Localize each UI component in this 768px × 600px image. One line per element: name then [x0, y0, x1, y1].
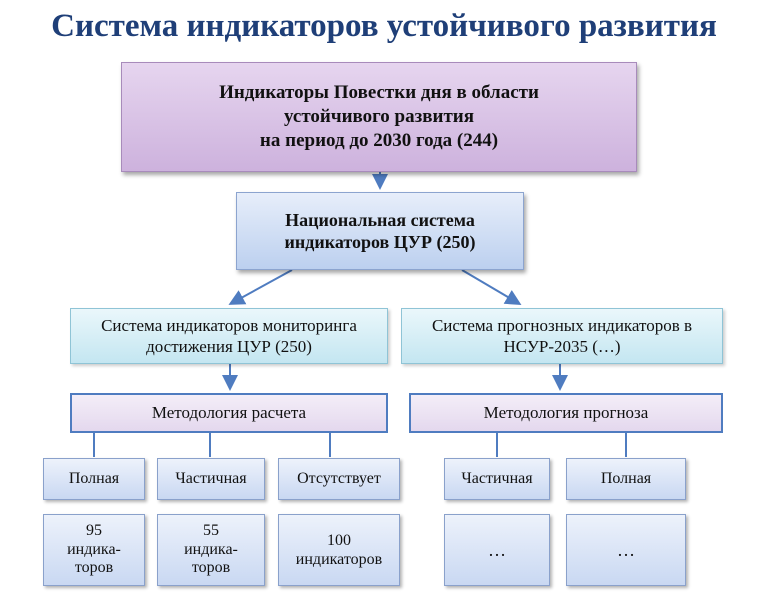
method-calculation-box: Методология расчета [70, 393, 388, 433]
arrow-national-to-forecast [461, 269, 522, 306]
national-system-box: Национальная система индикаторов ЦУР (25… [236, 192, 524, 270]
forecast-level-full-box: Полная [566, 458, 686, 500]
count-partial-line3: торов [191, 559, 231, 577]
national-line2: индикаторов ЦУР (250) [284, 232, 476, 252]
count-absent-number: 100 [327, 531, 351, 549]
arrow-national-to-monitoring [228, 269, 293, 305]
national-line1: Национальная система [285, 209, 475, 230]
count-absent-line2: индикаторов [295, 551, 383, 568]
level-full-box: Полная [43, 458, 145, 500]
count-partial-line2: индика- [184, 540, 238, 558]
count-forecast-full-box: … [566, 514, 686, 586]
level-partial-box: Частичная [157, 458, 265, 500]
sdg-agenda-indicators-box: Индикаторы Повестки дня в области устойч… [121, 62, 637, 172]
monitoring-system-box: Система индикаторов мониторинга достижен… [70, 308, 388, 364]
forecast-line2: НСУР-2035 (…) [503, 337, 621, 356]
count-full-line3: торов [74, 559, 114, 577]
method-forecast-box: Методология прогноза [409, 393, 723, 433]
forecast-line1: Система прогнозных индикаторов в [431, 315, 693, 335]
monitoring-line1: Система индикаторов мониторинга [101, 315, 357, 335]
level-absent-box: Отсутствует [278, 458, 400, 500]
monitoring-line2: достижения ЦУР (250) [146, 337, 312, 356]
sdg-agenda-line1: Индикаторы Повестки дня в области [219, 82, 539, 104]
sdg-agenda-line2: устойчивого развития [283, 106, 475, 128]
count-forecast-partial-box: … [444, 514, 550, 586]
count-full-number: 95 [86, 522, 102, 540]
count-full-box: 95 индика- торов [43, 514, 145, 586]
forecast-system-box: Система прогнозных индикаторов в НСУР-20… [401, 308, 723, 364]
count-absent-box: 100 индикаторов [278, 514, 400, 586]
count-partial-number: 55 [203, 522, 219, 540]
sdg-agenda-line3: на период до 2030 года (244) [259, 129, 499, 151]
count-full-line2: индика- [67, 540, 121, 558]
count-partial-box: 55 индика- торов [157, 514, 265, 586]
forecast-level-partial-box: Частичная [444, 458, 550, 500]
diagram-title: Система индикаторов устойчивого развития [51, 8, 717, 44]
